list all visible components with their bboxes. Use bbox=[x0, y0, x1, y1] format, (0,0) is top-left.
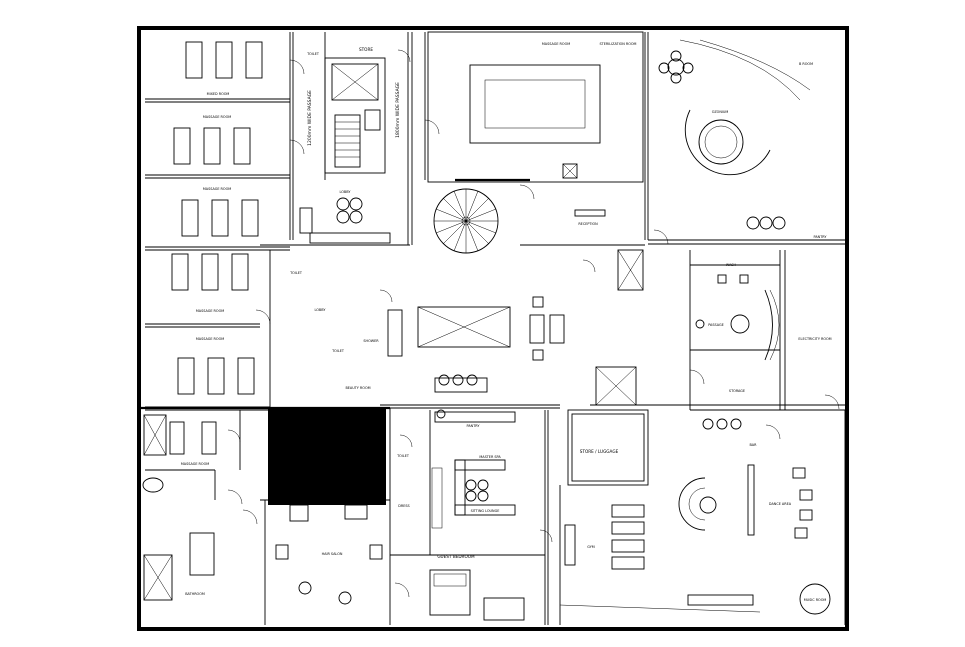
label-sterilization-room: STERILIZATION ROOM bbox=[600, 42, 637, 46]
label-dance-area: DANCE AREA bbox=[769, 502, 792, 506]
label-reception: RECEPTION bbox=[578, 222, 598, 226]
label-pantry-right: PANTRY bbox=[814, 235, 828, 239]
label-wash: WASH bbox=[726, 263, 737, 267]
label-massage-room-top: MASSAGE ROOM bbox=[542, 42, 570, 46]
room-labels: TOILET STORE MASSAGE ROOM STERILIZATION … bbox=[181, 42, 832, 602]
label-toilet-mid: TOILET bbox=[289, 271, 303, 275]
label-shower: SHOWER bbox=[363, 339, 379, 343]
label-bar: BAR bbox=[749, 443, 757, 447]
label-toilet-low: TOILET bbox=[396, 454, 410, 458]
label-massage-room-4: MASSAGE ROOM bbox=[196, 337, 224, 341]
passage-furniture bbox=[695, 274, 780, 361]
label-store-luggage: STORE / LUGGAGE bbox=[580, 449, 619, 454]
pantry-furniture bbox=[434, 374, 516, 423]
label-store: STORE bbox=[359, 47, 373, 52]
ozonium-seating bbox=[658, 39, 811, 230]
label-massage-room-5: MASSAGE ROOM bbox=[181, 462, 209, 466]
label-toilet-shower: TOILET bbox=[331, 349, 345, 353]
solid-black-core bbox=[268, 408, 386, 505]
spiral-staircase bbox=[433, 188, 499, 254]
label-lobby-1: LOBBY bbox=[340, 190, 352, 194]
label-electricity-room: ELECTRICITY ROOM bbox=[798, 337, 831, 341]
label-ozonium: OZONIUM bbox=[712, 110, 729, 114]
label-bathroom: BATHROOM bbox=[185, 592, 205, 596]
guest-bedroom-furniture bbox=[429, 569, 525, 621]
label-mixed-room: MIXED ROOM bbox=[207, 92, 230, 96]
label-dress: DRESS bbox=[398, 504, 409, 508]
label-sitting-lounge: SITTING LOUNGE bbox=[471, 509, 500, 513]
label-wide-passage-1: 1200mm WIDE PASSAGE bbox=[307, 90, 313, 146]
hair-salon-furniture bbox=[275, 504, 383, 605]
outer-boundary bbox=[137, 26, 849, 631]
label-music-room: MUSIC ROOM bbox=[804, 598, 827, 602]
label-toilet-top: TOILET bbox=[306, 52, 320, 56]
label-massage-room-2: MASSAGE ROOM bbox=[203, 187, 231, 191]
label-beauty-room: BEAUTY ROOM bbox=[345, 386, 370, 390]
label-hair-salon: HAIR SALON bbox=[322, 552, 343, 556]
lift-stair-block bbox=[324, 57, 386, 174]
massage-beds bbox=[169, 41, 263, 576]
music-room-circle bbox=[799, 583, 831, 615]
bar-furniture bbox=[678, 418, 813, 539]
lift-shafts bbox=[143, 163, 644, 601]
label-guest-bedroom: GUEST BEDROOM bbox=[437, 554, 475, 559]
bathtub bbox=[142, 477, 164, 493]
label-bar-pantry: PANTRY bbox=[467, 424, 481, 428]
label-room-b: B ROOM bbox=[799, 62, 813, 66]
walls bbox=[141, 31, 846, 625]
label-gym: GYM bbox=[587, 545, 595, 549]
label-massage-room-1: MASSAGE ROOM bbox=[203, 115, 231, 119]
door-swings bbox=[227, 49, 840, 598]
label-storage: STORAGE bbox=[729, 389, 745, 393]
label-massage-room-3: MASSAGE ROOM bbox=[196, 309, 224, 313]
label-passage: PASSAGE bbox=[708, 323, 724, 327]
gym-equipment bbox=[559, 504, 761, 613]
lobby-furniture bbox=[299, 197, 606, 244]
label-wide-passage-2: 1800mm WIDE PASSAGE bbox=[395, 82, 401, 138]
sitting-lounge-furniture bbox=[431, 459, 516, 529]
central-chairs bbox=[387, 296, 565, 361]
label-master-spa: MASTER SPA bbox=[479, 455, 501, 459]
label-lobby-2: LOBBY bbox=[315, 308, 327, 312]
